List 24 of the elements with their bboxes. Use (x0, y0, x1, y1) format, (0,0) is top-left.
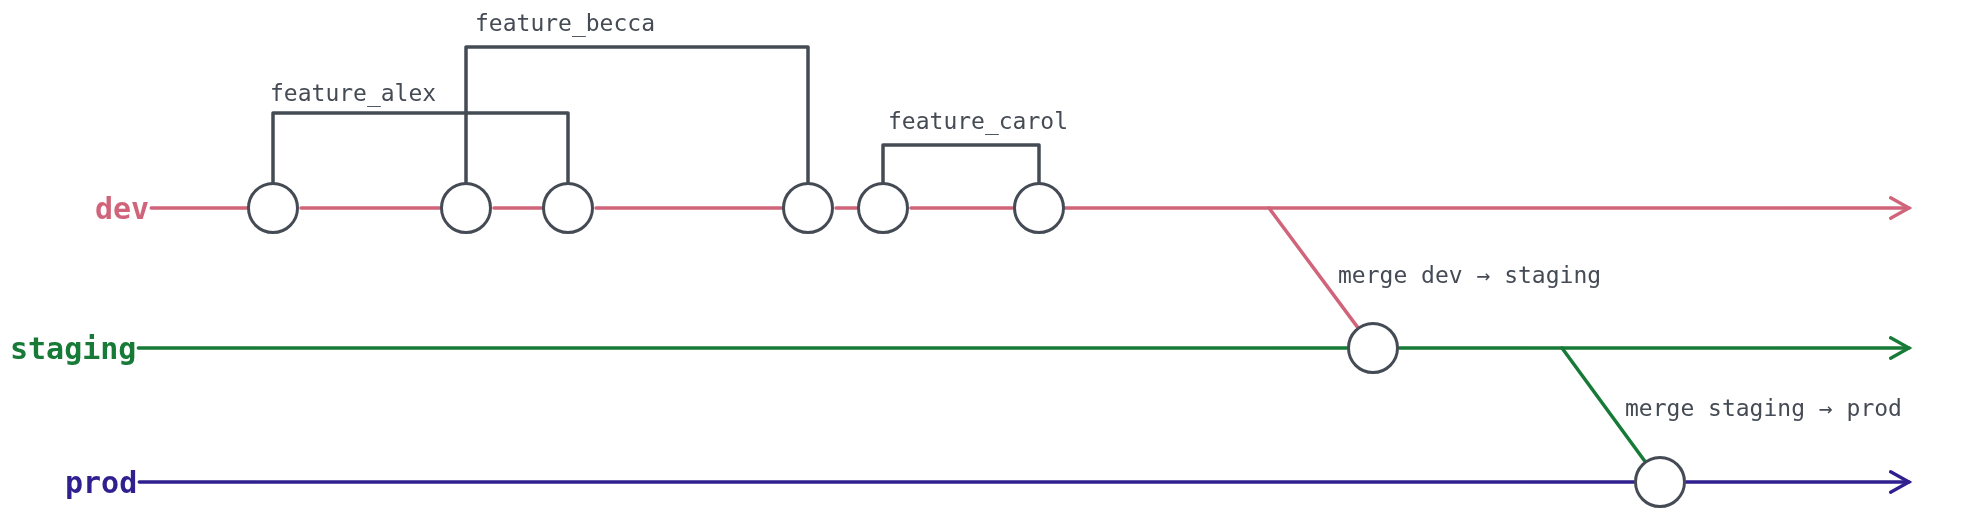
commit-circle (1347, 322, 1399, 374)
branch-line (492, 206, 544, 210)
branch-line (149, 206, 249, 210)
branch-line (1063, 196, 1911, 220)
branch-line (1267, 206, 1360, 329)
branch-label: dev (95, 191, 150, 225)
commit-circle (1634, 456, 1686, 508)
branch-line (594, 206, 784, 210)
branch-line (1397, 336, 1911, 360)
branch-line (834, 206, 859, 210)
commit-circle (542, 182, 594, 234)
commit-circle (857, 182, 909, 234)
branch-line (299, 206, 442, 210)
commit-circle (440, 182, 492, 234)
branch-line (1560, 346, 1647, 463)
branch-line (137, 480, 1636, 484)
commit-circle (782, 182, 834, 234)
branch-label: prod (65, 465, 138, 499)
commit-circle (247, 182, 299, 234)
commit-circle (1013, 182, 1065, 234)
branch-label: staging (10, 331, 137, 365)
branch-line (136, 346, 1349, 350)
branch-line (1684, 470, 1911, 494)
branch-line (909, 206, 1015, 210)
